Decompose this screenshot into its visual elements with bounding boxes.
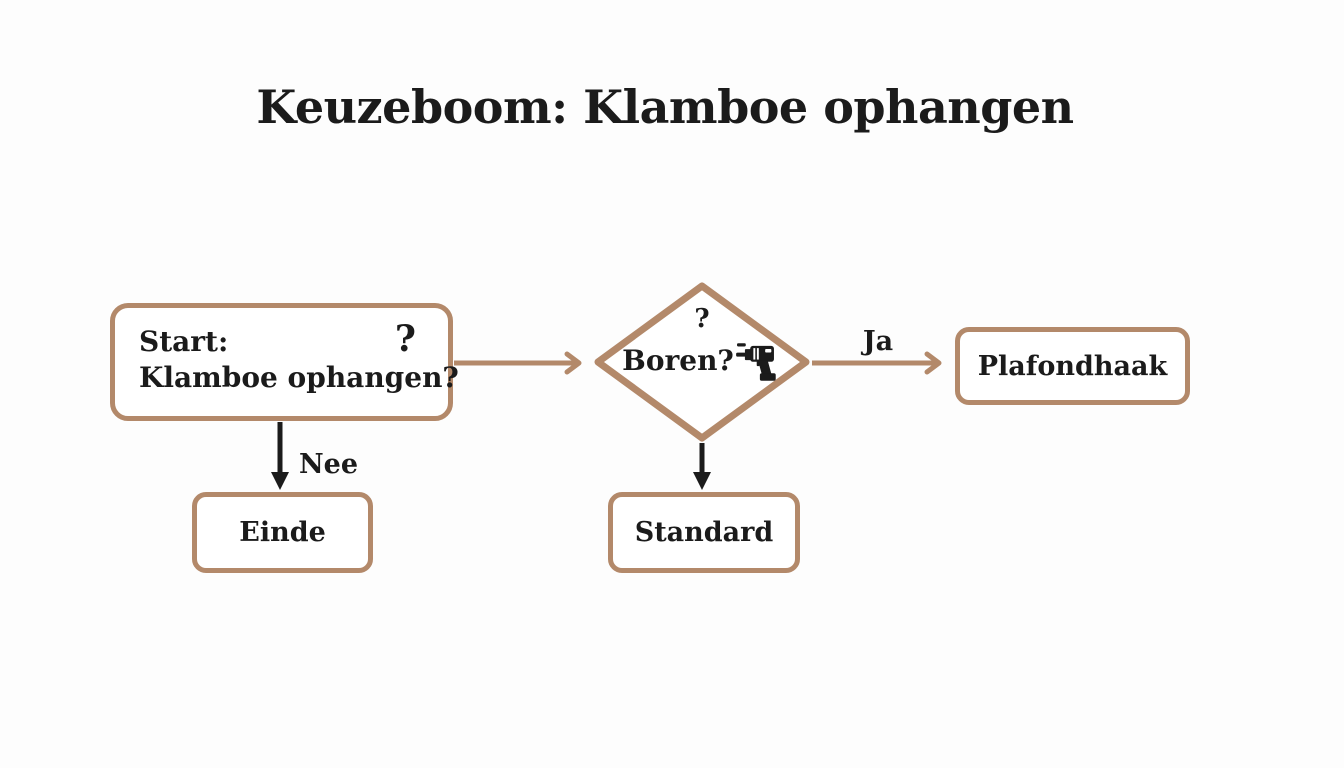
- edge-start-to-einde: [271, 422, 289, 490]
- node-decision: ? Boren?: [592, 280, 812, 444]
- node-einde: Einde: [192, 492, 373, 573]
- drill-icon: [735, 343, 776, 381]
- edge-start-to-decision: [454, 351, 582, 375]
- decision-label-row: Boren?: [592, 338, 812, 382]
- node-standard: Standard: [608, 492, 800, 573]
- page-title: Keuzeboom: Klamboe ophangen: [256, 80, 1074, 134]
- standard-label: Standard: [634, 517, 774, 548]
- start-node-line2: Klamboe ophangen?: [139, 361, 459, 394]
- edge-label-ja: Ja: [862, 326, 894, 357]
- edge-label-nee: Nee: [299, 449, 359, 480]
- node-start: Start: Klamboe ophangen? ?: [110, 303, 459, 421]
- diamond-shape: [594, 282, 810, 442]
- edge-decision-to-plafondhaak: [812, 351, 942, 375]
- einde-label: Einde: [239, 517, 326, 548]
- node-plafondhaak: Plafondhaak: [955, 327, 1190, 405]
- plafondhaak-label: Plafondhaak: [977, 350, 1168, 382]
- decision-question-mark: ?: [694, 304, 710, 334]
- start-node-line1: Start:: [139, 325, 229, 358]
- decision-label: Boren?: [622, 343, 734, 377]
- question-mark: ?: [394, 318, 416, 360]
- edge-decision-to-standard: [693, 443, 711, 490]
